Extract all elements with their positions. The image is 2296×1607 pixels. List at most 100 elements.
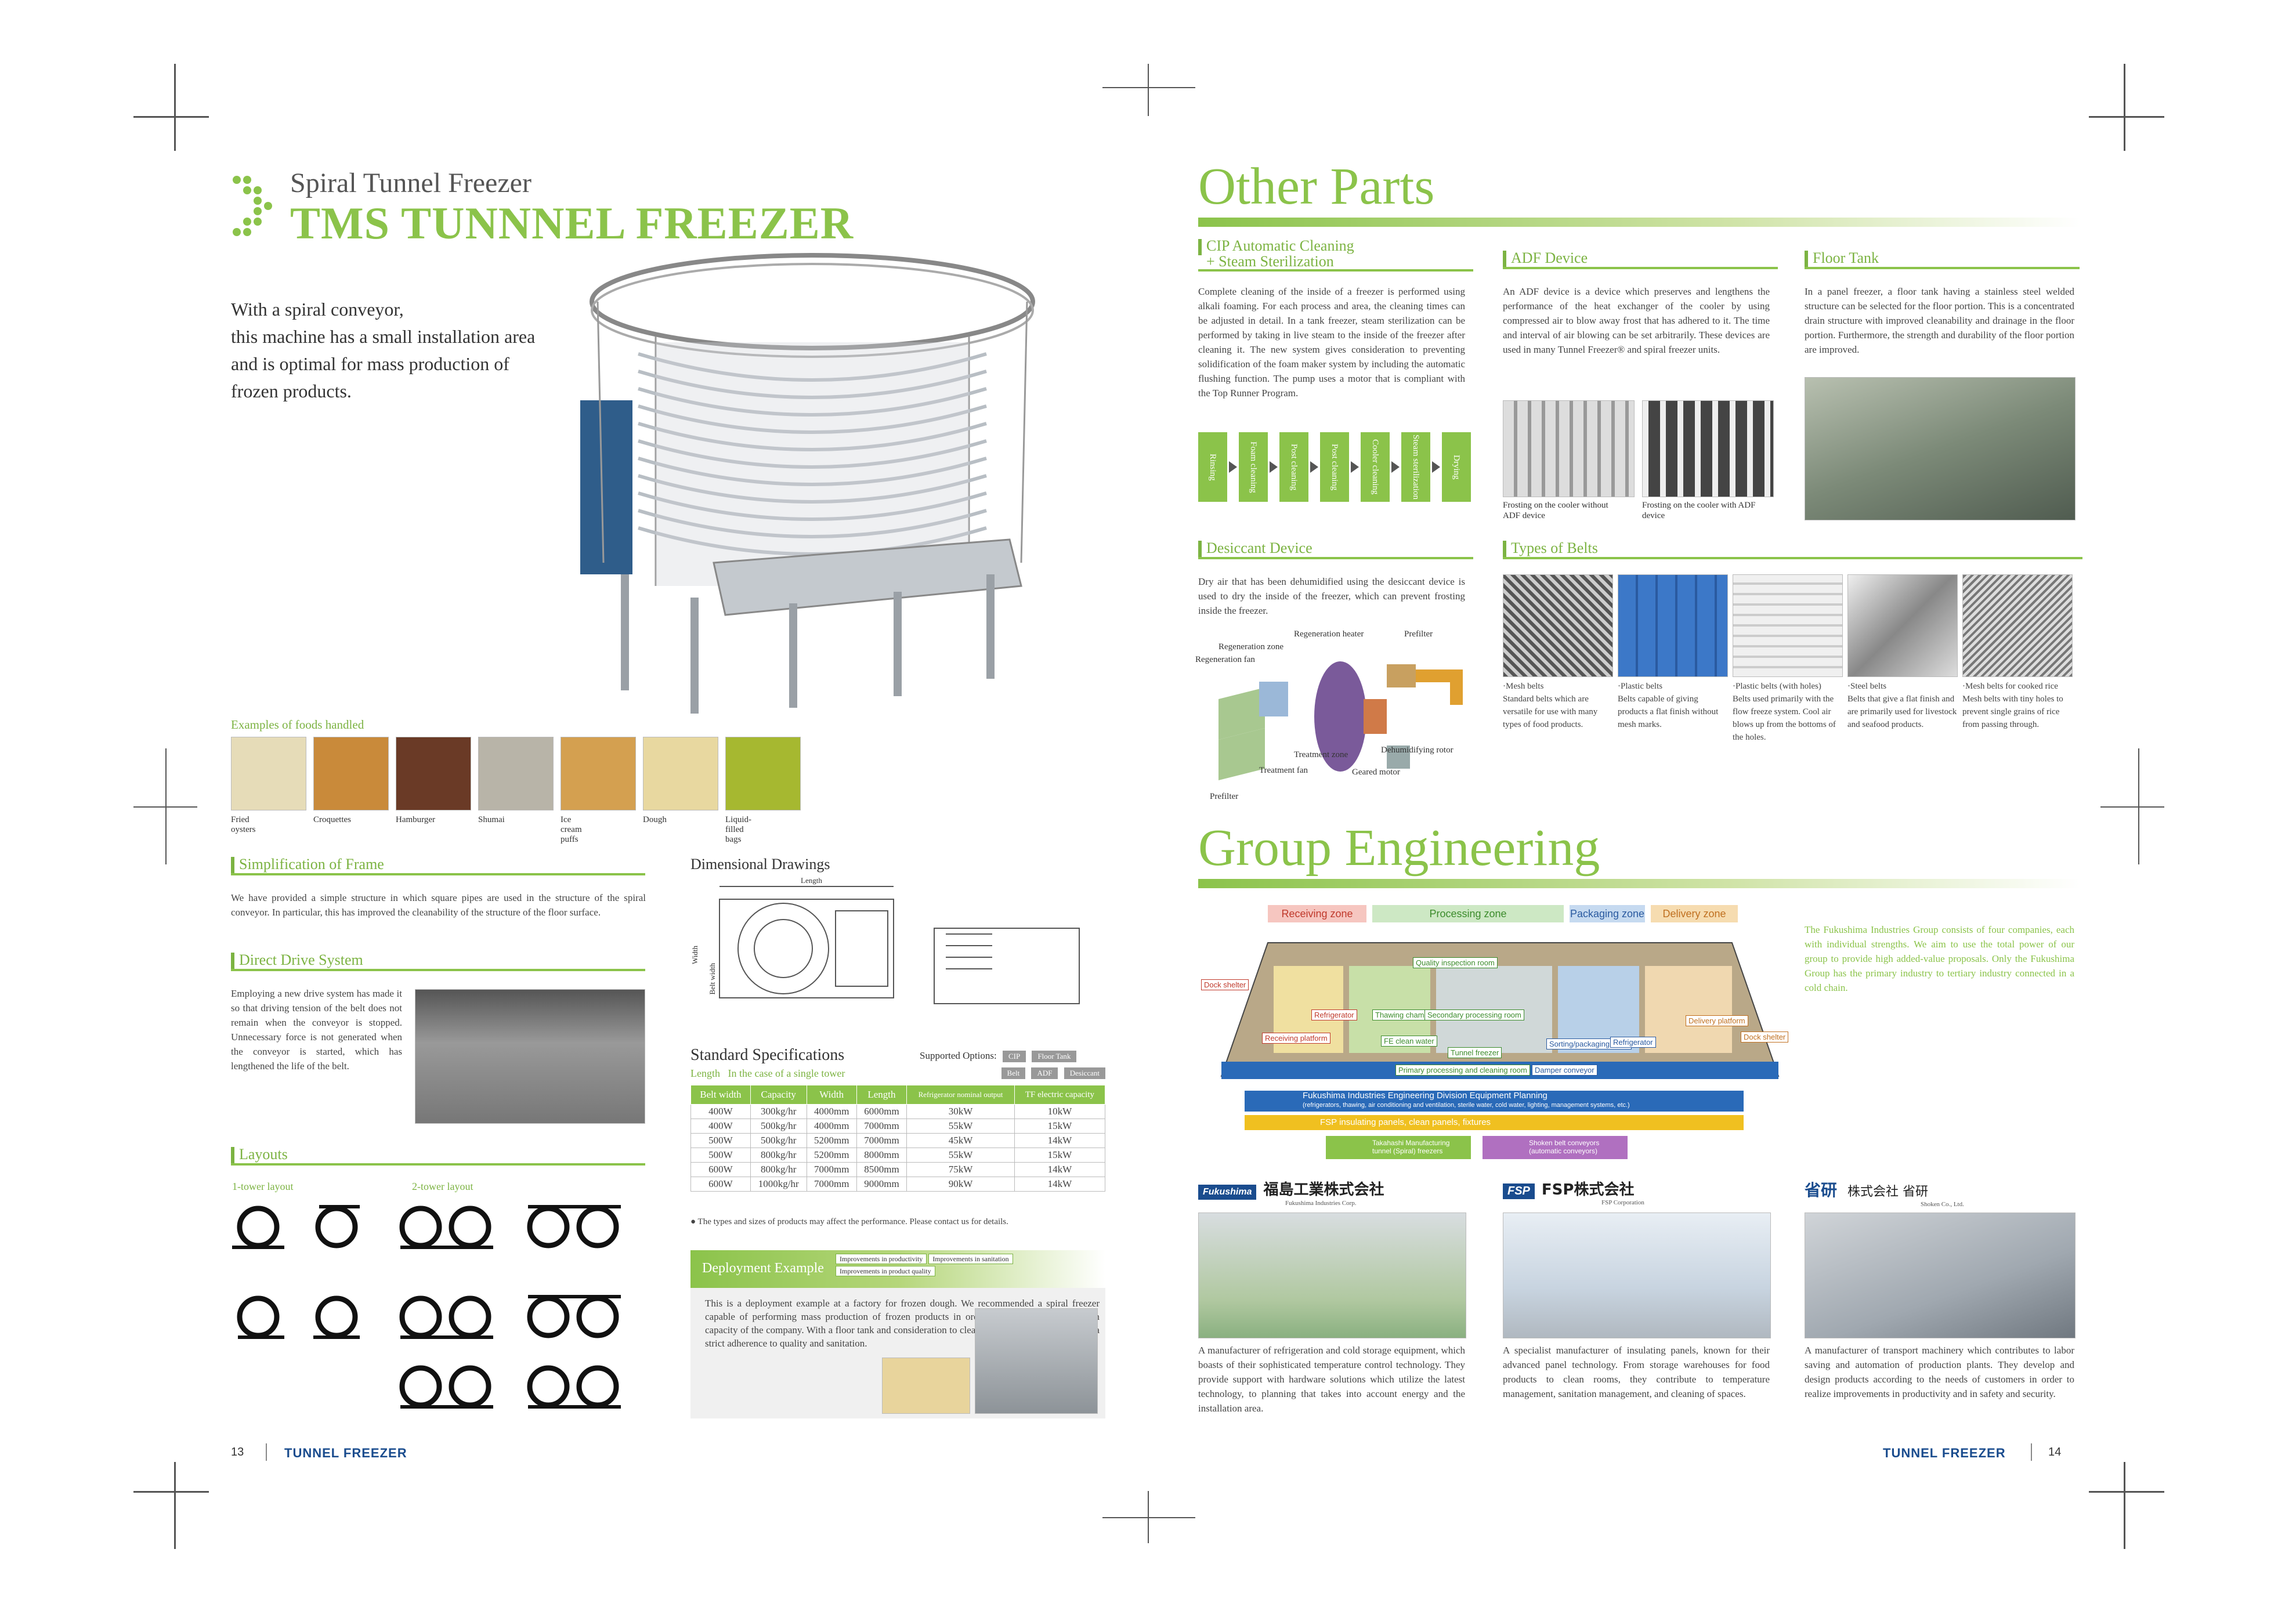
- table-cell: 500W: [690, 1133, 751, 1148]
- desiccant-heading: Desiccant Device: [1198, 540, 1473, 559]
- band-fukushima: Fukushima Industries Engineering Divisio…: [1245, 1091, 1744, 1112]
- fukushima-name: 福島工業株式会社: [1263, 1181, 1384, 1199]
- company-shoken: 省研 株式会社 省研 Shoken Co., Ltd. A manufactur…: [1805, 1181, 2076, 1399]
- spiral-freezer-image: [569, 238, 1091, 719]
- table-cell: 800kg/hr: [750, 1162, 807, 1177]
- shoken-name: 株式会社 省研: [1847, 1185, 1929, 1199]
- food-photo-shumai: [478, 737, 554, 810]
- adf-text: An ADF device is a device which preserve…: [1503, 286, 1770, 355]
- table-cell: 600W: [690, 1177, 751, 1192]
- table-cell: 500W: [690, 1148, 751, 1163]
- belt-photo-plastic: [1618, 574, 1728, 677]
- brand-logo-right: TUNNEL FREEZER: [1883, 1446, 2006, 1460]
- diagram-label-list: Dock shelter Refrigerator Thawing chambe…: [1198, 899, 1790, 1166]
- table-cell: 55kW: [906, 1148, 1015, 1163]
- simplification-heading: Simplification of Frame: [231, 856, 645, 875]
- table-cell: 5200mm: [806, 1133, 857, 1148]
- belt-photo-plastic-holes: [1733, 574, 1843, 677]
- cip-flow: Rinsing Foam cleaning Post cleaning Post…: [1198, 432, 1471, 519]
- foods-heading: Examples of foods handled: [231, 718, 364, 732]
- zone-delivery: Delivery zone: [1651, 905, 1738, 922]
- table-cell: 400W: [690, 1119, 751, 1134]
- page-number-left: 13: [231, 1446, 244, 1458]
- dimensional-heading: Dimensional Drawings: [690, 856, 830, 873]
- company-fsp: FSP FSP株式会社 FSP Corporation A specialist…: [1503, 1181, 1771, 1399]
- table-cell: 9000mm: [856, 1177, 907, 1192]
- table-cell: 14kW: [1014, 1133, 1106, 1148]
- direct-drive-text: Employing a new drive system has made it…: [231, 988, 402, 1072]
- company-fukushima: Fukushima 福島工業株式会社 Fukushima Industries …: [1198, 1181, 1466, 1414]
- food-photo-hamburger: [396, 737, 471, 810]
- band-fsp: FSP insulating panels, clean panels, fix…: [1245, 1115, 1744, 1130]
- fsp-name: FSP株式会社: [1541, 1181, 1635, 1199]
- table-cell: 600W: [690, 1162, 751, 1177]
- option-desiccant-badge: Desiccant: [1064, 1067, 1105, 1079]
- page-number-right: 14: [2048, 1446, 2062, 1458]
- floor-tank-text: In a panel freezer, a floor tank having …: [1805, 286, 2074, 355]
- flow-step-rinsing: Rinsing: [1198, 432, 1227, 502]
- group-engineering-title: Group Engineering: [1198, 819, 1600, 877]
- layout-diagrams: [232, 1201, 650, 1427]
- table-cell: 7000mm: [806, 1162, 857, 1177]
- food-photo-fried-oysters: [231, 737, 306, 810]
- direct-drive-heading: Direct Drive System: [231, 951, 645, 971]
- band-takahashi: Takahashi Manufacturing tunnel (Spiral) …: [1326, 1136, 1471, 1159]
- flow-step-steam-sterilization: Steam sterilization: [1401, 432, 1430, 502]
- flow-step-drying: Drying: [1442, 432, 1471, 502]
- table-cell: 7000mm: [856, 1133, 907, 1148]
- belt-item: ·Plastic belts (with holes)Belts used pr…: [1733, 682, 1836, 742]
- fukushima-logo: Fukushima: [1198, 1185, 1257, 1200]
- spec-subheading: Length In the case of a single tower: [690, 1067, 845, 1079]
- page-title: TMS TUNNNEL FREEZER: [290, 198, 854, 248]
- direct-drive-photo: [415, 989, 645, 1124]
- zone-processing: Processing zone: [1372, 905, 1564, 922]
- deployment-box: Deployment Example Improvements in produ…: [690, 1250, 1105, 1418]
- adf-photo-with: [1642, 400, 1774, 497]
- deployment-heading: Deployment Example: [702, 1261, 824, 1276]
- fsp-logo: FSP: [1503, 1183, 1535, 1199]
- zone-receiving: Receiving zone: [1268, 905, 1366, 922]
- one-tower-label: 1-tower layout: [232, 1181, 294, 1192]
- option-belt-badge: Belt: [1001, 1067, 1026, 1079]
- floor-tank-photo: [1805, 377, 2076, 520]
- food-photo-liquid-bags: [725, 737, 801, 810]
- adf-caption-without: Frosting on the cooler without ADF devic…: [1503, 501, 1608, 520]
- table-cell: 75kW: [906, 1162, 1015, 1177]
- group-text: The Fukushima Industries Group consists …: [1805, 924, 2074, 993]
- food-photo-croquettes: [313, 737, 389, 810]
- layouts-heading: Layouts: [231, 1146, 645, 1166]
- table-cell: 30kW: [906, 1104, 1015, 1119]
- floor-tank-heading: Floor Tank: [1805, 249, 2080, 269]
- belts-heading: Types of Belts: [1503, 540, 2082, 559]
- option-adf-badge: ADF: [1031, 1067, 1058, 1079]
- table-cell: 5200mm: [806, 1148, 857, 1163]
- belt-photo-steel: [1847, 574, 1958, 677]
- spec-heading: Standard Specifications: [690, 1046, 845, 1064]
- band-shoken: Shoken belt conveyors (automatic conveyo…: [1483, 1136, 1628, 1159]
- table-cell: 300kg/hr: [750, 1104, 807, 1119]
- simplification-text: We have provided a simple structure in w…: [231, 892, 646, 918]
- spec-header-row: Belt width Capacity Width Length Refrige…: [690, 1085, 1106, 1105]
- dimensional-drawing: Length Width Belt width: [690, 876, 1097, 1015]
- cip-text: Complete cleaning of the inside of a fre…: [1198, 286, 1465, 399]
- spec-table: Belt width Capacity Width Length Refrige…: [690, 1085, 1106, 1192]
- group-engineering-bar: [1198, 879, 2080, 888]
- desiccant-text: Dry air that has been dehumidified using…: [1198, 576, 1465, 616]
- supported-options: Supported Options: CIP Floor Tank Belt A…: [920, 1050, 1105, 1079]
- adf-caption-with: Frosting on the cooler with ADF device: [1642, 501, 1756, 520]
- desiccant-diagram: Regeneration heater Prefilter Regenerati…: [1195, 629, 1474, 804]
- spec-note: ● The types and sizes of products may af…: [690, 1217, 1008, 1226]
- shoken-photo: [1805, 1213, 2076, 1338]
- adf-heading: ADF Device: [1503, 249, 1778, 269]
- belt-photo-rice-mesh: [1962, 574, 2073, 677]
- option-floor-tank-badge: Floor Tank: [1032, 1051, 1077, 1062]
- option-cip-badge: CIP: [1002, 1051, 1026, 1062]
- table-cell: 8000mm: [856, 1148, 907, 1163]
